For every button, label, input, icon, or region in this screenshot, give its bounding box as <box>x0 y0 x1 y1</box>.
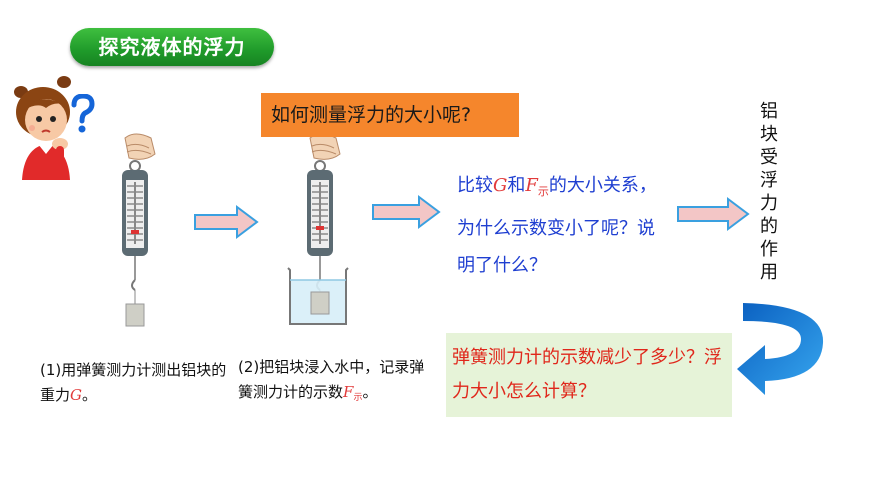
calculation-box: 弹簧测力计的示数减少了多少？浮力大小怎么计算？ <box>446 333 732 417</box>
step-1-caption: (1)用弹簧测力计测出铝块的重力G。 <box>40 358 230 408</box>
compare-text-1: 比较 <box>457 175 493 196</box>
beaker-icon <box>287 267 349 325</box>
question-mark-icon <box>71 94 95 133</box>
step-1-text: (1)用弹簧测力计测出铝块的重力 <box>40 361 227 404</box>
step-2-end: 。 <box>362 383 378 401</box>
step-2-text: (2)把铝块浸入水中，记录弹簧测力计的示数 <box>238 358 425 401</box>
curved-arrow-icon <box>737 303 824 395</box>
compare-text-2: 和 <box>507 175 526 196</box>
calculation-text: 弹簧测力计的示数减少了多少？浮力大小怎么计算？ <box>452 347 722 402</box>
step-2-variable-f: F <box>343 383 354 401</box>
page-title: 探究液体的浮力 <box>98 35 246 59</box>
step-2-caption: (2)把铝块浸入水中，记录弹簧测力计的示数F示。 <box>238 355 430 411</box>
variable-f-subscript: 示 <box>537 185 549 198</box>
step-2-variable-f-subscript: 示 <box>353 393 363 403</box>
right-arrow-icon <box>194 205 259 239</box>
step-1-end: 。 <box>82 386 98 404</box>
variable-g: G <box>493 175 508 196</box>
compare-question: 比较G和F示的大小关系，为什么示数变小了呢？说明了什么？ <box>457 167 667 284</box>
question-box: 如何测量浮力的大小呢? <box>261 93 519 137</box>
right-arrow-icon <box>372 195 441 229</box>
right-arrow-icon <box>677 197 750 231</box>
step-1-variable-g: G <box>70 386 82 404</box>
question-text: 如何测量浮力的大小呢? <box>271 104 472 126</box>
spring-scale-icon <box>122 133 156 327</box>
conclusion-vertical-text: 铝块受浮力的作用 <box>760 101 778 283</box>
thinking-girl-icon <box>14 76 71 180</box>
title-banner: 探究液体的浮力 <box>70 28 274 66</box>
variable-f: F <box>525 175 538 196</box>
compare-text-3: 的大小关系，为什么示数变小了呢？说明了什么？ <box>457 175 657 276</box>
